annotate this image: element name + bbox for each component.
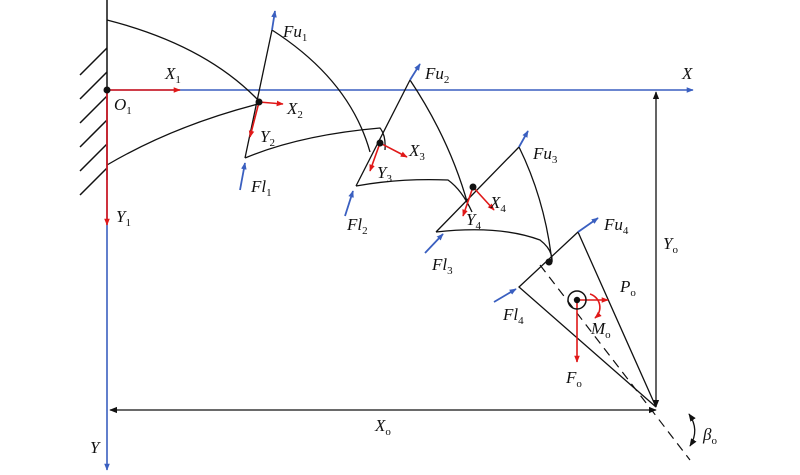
x2-label: X2 bbox=[286, 99, 303, 121]
fixed-wall bbox=[79, 0, 108, 196]
link-5 bbox=[518, 230, 657, 408]
po-label: Po bbox=[619, 277, 636, 299]
fl1-label: Fl1 bbox=[250, 177, 272, 199]
link-1 bbox=[106, 19, 263, 166]
link-3 bbox=[355, 79, 473, 213]
x-axis-label: X bbox=[681, 64, 693, 83]
fu3-label: Fu3 bbox=[532, 144, 558, 166]
joint-dots bbox=[103, 86, 553, 266]
link-4 bbox=[435, 146, 553, 263]
x4-label: X4 bbox=[489, 193, 506, 215]
y1-label: Y1 bbox=[116, 207, 131, 229]
fu2-label: Fu2 bbox=[424, 64, 449, 86]
fo-label: Fo bbox=[565, 368, 582, 390]
x3-label: X3 bbox=[408, 141, 425, 163]
load-point-symbol bbox=[567, 290, 587, 310]
beta-angle-arrow bbox=[688, 413, 697, 447]
mo-label: Mo bbox=[590, 319, 611, 341]
center-dashed-line bbox=[539, 264, 691, 461]
x1-label: X1 bbox=[164, 64, 181, 86]
yo-label: Yo bbox=[663, 234, 678, 256]
y2-label: Y2 bbox=[260, 127, 275, 149]
beta-label: βo bbox=[702, 425, 717, 447]
finger-links bbox=[106, 19, 657, 408]
fl2-label: Fl2 bbox=[346, 215, 368, 237]
y3-label: Y3 bbox=[377, 163, 392, 185]
local-frames bbox=[104, 87, 609, 363]
xo-label: Xo bbox=[374, 416, 391, 438]
fu4-label: Fu4 bbox=[603, 215, 629, 237]
fl3-label: Fl3 bbox=[431, 255, 453, 277]
y-axis-label: Y bbox=[90, 438, 101, 457]
y4-label: Y4 bbox=[466, 210, 481, 232]
o1-label: O1 bbox=[114, 95, 132, 117]
force-arrows bbox=[239, 10, 599, 303]
fu1-label: Fu1 bbox=[282, 22, 307, 44]
fl4-label: Fl4 bbox=[502, 305, 524, 327]
